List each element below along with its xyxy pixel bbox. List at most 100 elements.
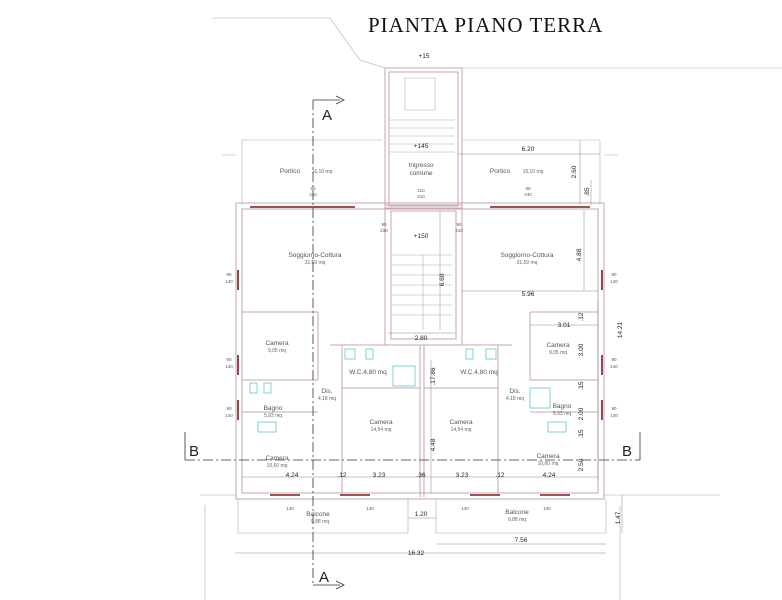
- room-balcone-right-name: Balcone: [505, 509, 529, 516]
- room-wc-left: W.C.4,80 mq: [349, 369, 387, 376]
- dim-wall-a: .12: [578, 312, 585, 321]
- room-bagno-left-name: Bagno: [264, 405, 283, 412]
- door-h: 210: [380, 228, 388, 233]
- window-w: 90: [611, 272, 617, 277]
- dim-camera-width: 3.01: [558, 322, 571, 329]
- room-wc-right: W.C.4,80 mq: [460, 369, 498, 376]
- room-portico-left-name: Portico: [280, 168, 301, 175]
- plan-title: PIANTA PIANO TERRA: [368, 13, 603, 37]
- section-a-bottom: A: [319, 569, 329, 586]
- dim-wall-e: .86: [430, 367, 437, 376]
- dimension-labels: 6.20 2.60 .85 4.88 6.60 5.96 3.01 .12 3.…: [286, 146, 624, 557]
- dim-stair-width: 2.80: [415, 335, 428, 342]
- dim-bottom-mid: .36: [416, 472, 425, 479]
- room-camera-mid-left-name: Camera: [369, 419, 393, 426]
- window-h: 140: [610, 413, 618, 418]
- room-balcone-right-area: 9,88 mq: [508, 517, 526, 523]
- door-w: 90: [381, 222, 387, 227]
- room-portico-right-area: 16,10 mq: [523, 169, 544, 175]
- window-h: 140: [225, 364, 233, 369]
- porch-door-w: 90: [525, 186, 531, 191]
- room-balcone-left-name: Balcone: [306, 511, 330, 518]
- room-soggiorno-right-name: Soggiorno-Cottura: [500, 252, 553, 259]
- entry-door-h: 210: [417, 194, 425, 199]
- door-h: 210: [455, 228, 463, 233]
- dim-total-width: 16.32: [408, 550, 425, 557]
- section-a-top: A: [322, 107, 332, 124]
- dim-balcony-depth: 1.47: [615, 511, 622, 524]
- room-soggiorno-left-name: Soggiorno-Cottura: [288, 252, 341, 259]
- room-dis-right-area: 4,18 mq: [506, 396, 524, 402]
- dim-bottom-left-1: 4.24: [286, 472, 299, 479]
- walls: [235, 202, 605, 500]
- room-camera-mid-right-area: 14,54 mq: [451, 427, 472, 433]
- dim-bottom-right-1: 4.24: [543, 472, 556, 479]
- room-camera-big-left-name: Camera: [265, 455, 289, 462]
- porch-door-h: 240: [524, 192, 532, 197]
- door-w: 90: [456, 222, 462, 227]
- dim-camera-depth: 3.00: [578, 343, 585, 356]
- dim-stair-length: 6.60: [439, 273, 446, 286]
- room-balcone-left-area: 9,88 mq: [311, 519, 329, 525]
- room-labels: Portico 16,10 mq Portico 16,10 mq Soggio…: [264, 168, 572, 525]
- room-ingresso-name2: comune: [409, 170, 433, 177]
- window-h: 140: [225, 413, 233, 418]
- dim-bottom-right-2: .12: [495, 472, 504, 479]
- room-camera-mid-right-name: Camera: [449, 419, 473, 426]
- room-camera-small-right-area: 9,05 mq: [549, 350, 567, 356]
- window-h: 140: [610, 364, 618, 369]
- balcony-door-w: 140: [366, 506, 374, 511]
- room-dis-left-name: Dis.: [321, 388, 332, 395]
- dim-living-width: 5.96: [522, 291, 535, 298]
- dim-bagno-depth: 2.00: [578, 407, 585, 420]
- level-street: +15: [418, 53, 429, 60]
- stair-core: [384, 67, 463, 346]
- window-w: 90: [226, 272, 232, 277]
- level-landing: +150: [414, 233, 429, 240]
- entry-door-w: 110: [417, 188, 425, 193]
- room-portico-left-area: 16,10 mq: [312, 169, 333, 175]
- balcony-door-w: 140: [461, 506, 469, 511]
- room-camera-mid-left-area: 14,54 mq: [371, 427, 392, 433]
- balcony-door-w: 140: [286, 506, 294, 511]
- window-h: 140: [610, 279, 618, 284]
- porticos: [222, 139, 618, 205]
- porch-door-w: 90: [310, 186, 316, 191]
- dim-balcony-width: 7.56: [515, 537, 528, 544]
- dim-bottom-left-2: .12: [337, 472, 346, 479]
- window-w: 90: [611, 406, 617, 411]
- balconies: [237, 499, 607, 534]
- room-dis-right-name: Dis.: [509, 388, 520, 395]
- room-camera-small-left-area: 9,05 mq: [268, 348, 286, 354]
- section-b-right: B: [622, 443, 632, 460]
- dim-porch-width: 6.20: [522, 146, 535, 153]
- room-camera-big-right-name: Camera: [536, 453, 560, 460]
- dim-camera-mid-depth: 4.48: [430, 438, 437, 451]
- room-camera-big-right-area: 10,60 mq: [538, 461, 559, 467]
- room-bagno-left-area: 5,93 mq: [264, 413, 282, 419]
- dim-living-depth: 4.88: [576, 248, 583, 261]
- window-w: 90: [226, 406, 232, 411]
- window-w: 90: [226, 357, 232, 362]
- dim-bottom-right-3: 3.23: [456, 472, 469, 479]
- room-bagno-right-area: 5,93 mq: [553, 411, 571, 417]
- window-h: 140: [225, 279, 233, 284]
- room-portico-right-name: Portico: [490, 168, 511, 175]
- window-w: 90: [611, 357, 617, 362]
- room-bagno-right-name: Bagno: [553, 403, 572, 410]
- room-ingresso-name: Ingresso: [409, 162, 434, 169]
- room-camera-big-left-area: 10,60 mq: [267, 463, 288, 469]
- dimension-lines: [235, 140, 623, 554]
- sanitary-fixtures: [249, 348, 567, 433]
- dim-porch-depth: 2.60: [571, 165, 578, 178]
- dim-wall-b: .15: [578, 381, 585, 390]
- balcony-door-w: 140: [543, 506, 551, 511]
- dim-porch-step: .85: [584, 187, 591, 196]
- section-lines: [184, 95, 641, 590]
- dim-total-depth: 14.21: [617, 321, 624, 338]
- section-b-left: B: [189, 443, 199, 460]
- room-soggiorno-left-area: 31,59 mq: [305, 260, 326, 266]
- site-context: [200, 17, 782, 600]
- windows: [237, 206, 603, 496]
